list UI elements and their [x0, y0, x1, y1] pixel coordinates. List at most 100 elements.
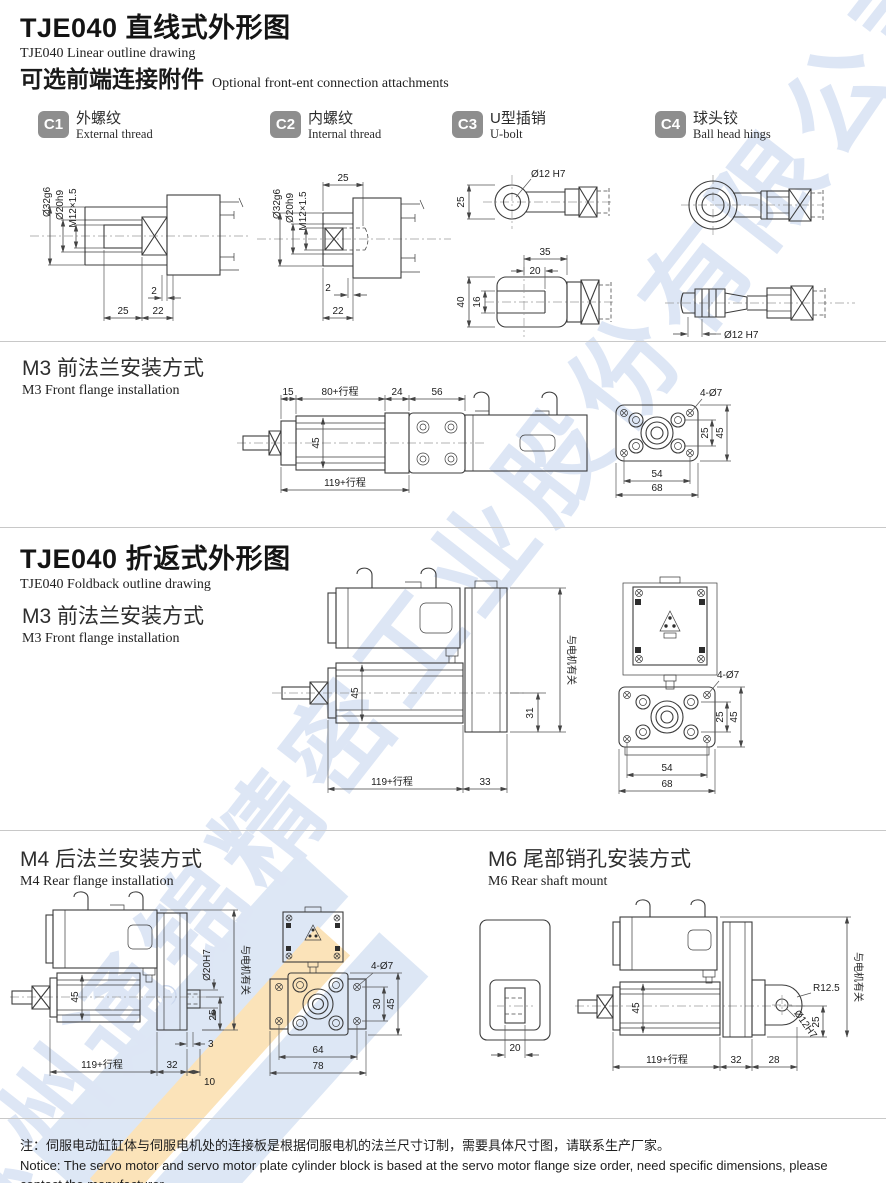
corner-holes [623, 691, 711, 743]
rear-housing [722, 921, 753, 1038]
pin-slot [504, 987, 526, 1024]
svg-text:Ø32g6: Ø32g6 [272, 189, 283, 219]
attachments-heading: 可选前端连接附件 [20, 66, 204, 92]
linear-title: TJE040 直线式外形图 [20, 13, 291, 43]
svg-text:24: 24 [391, 387, 403, 398]
svg-text:45: 45 [729, 711, 740, 723]
foldback-title: TJE040 折返式外形图 [20, 544, 291, 574]
motor-cable [73, 891, 89, 910]
svg-text:2: 2 [151, 286, 157, 297]
m6-front-view: 20 [479, 919, 551, 1058]
servo-motor [619, 916, 718, 971]
c2-internal-thread-drawing: Ø32g6 Ø20h9 M12×1.5 25 2 22 [257, 173, 451, 321]
svg-text:32: 32 [730, 1055, 742, 1066]
cylinder-body [335, 662, 464, 724]
m3-linear-side-view: 45 15 80+行程 24 56 119+行程 [237, 385, 588, 493]
option-c3: C3 U型插销 U-bolt [452, 111, 546, 141]
grease-fitting [445, 647, 459, 664]
svg-text:78: 78 [312, 1061, 324, 1072]
svg-text:119+行程: 119+行程 [646, 1053, 688, 1066]
bearing-box [788, 188, 812, 222]
m6-heading: M6 尾部销孔安装方式 [488, 848, 692, 871]
svg-text:Ø20h9: Ø20h9 [55, 190, 66, 220]
cylinder-body [56, 972, 141, 1023]
footer-note-en: Notice: The servo motor and servo motor … [20, 1157, 828, 1183]
grease-fitting [663, 674, 677, 690]
footer-note-zh: 注：伺服电动缸缸体与伺服电机处的连接板是根据伺服电机的法兰尺寸订制，需要具体尺寸… [20, 1138, 671, 1153]
motor-label [127, 924, 153, 950]
m3-foldback-heading: M3 前法兰安装方式 [22, 605, 205, 628]
front-plate [612, 986, 621, 1031]
footer-divider [0, 1118, 886, 1119]
m4-end-view: 4-Ø7 30 45 64 78 [269, 906, 402, 1076]
svg-text:25: 25 [208, 1009, 219, 1021]
ball-housing [688, 180, 738, 230]
attachments-heading-en: Optional front-ent connection attachment… [212, 76, 449, 91]
corner-holes [620, 409, 694, 457]
belt-housing [464, 587, 508, 733]
svg-text:25: 25 [456, 196, 467, 208]
svg-text:45: 45 [311, 437, 322, 449]
pin-stub [680, 292, 695, 314]
svg-text:22: 22 [332, 306, 344, 317]
svg-text:25: 25 [715, 711, 726, 723]
svg-text:33: 33 [479, 777, 491, 788]
linear-title-en: TJE040 Linear outline drawing [20, 46, 196, 61]
svg-text:4-Ø7: 4-Ø7 [700, 388, 723, 399]
rod-nut [31, 985, 51, 1010]
svg-text:22: 22 [152, 306, 164, 317]
svg-text:M12×1.5: M12×1.5 [298, 191, 309, 231]
svg-text:与电机有关: 与电机有关 [565, 635, 578, 685]
clevis-tab [764, 984, 803, 1026]
flange-center-plate [287, 972, 349, 1036]
flange-plate [618, 686, 716, 748]
flange-ear-right [347, 978, 367, 1030]
m4-side-view: 45 Ø20H7 25 与电机有关 3 119+行程 32 10 [10, 891, 252, 1088]
svg-text:2: 2 [325, 283, 331, 294]
ear-holes [275, 983, 361, 1025]
grease-fitting [142, 967, 156, 983]
svg-text:Ø20H7: Ø20H7 [202, 949, 213, 981]
thread-section [103, 224, 143, 249]
svg-text:4-Ø7: 4-Ø7 [371, 961, 394, 972]
svg-text:40: 40 [456, 296, 467, 308]
svg-text:M12×1.5: M12×1.5 [68, 188, 79, 228]
svg-text:25: 25 [337, 173, 349, 184]
motor-connector [304, 924, 322, 941]
section-divider [0, 341, 886, 342]
motor-connector [659, 610, 681, 632]
m3-foldback-end-view: 4-Ø7 25 45 54 68 [618, 576, 745, 794]
flange-plate [615, 404, 699, 462]
option-c2-badge: C2 [270, 111, 301, 138]
option-c2-name: 内螺纹 [308, 110, 354, 127]
svg-text:31: 31 [525, 707, 536, 719]
svg-text:30: 30 [372, 998, 383, 1010]
svg-text:64: 64 [312, 1045, 324, 1056]
center-boss [650, 700, 684, 734]
cylinder-body [619, 981, 721, 1036]
svg-text:80+行程: 80+行程 [322, 385, 359, 398]
plug-outline [322, 212, 353, 267]
rod-nut [596, 994, 614, 1019]
motor-cable [635, 899, 651, 917]
svg-text:16: 16 [472, 296, 483, 308]
flange-ear-left [269, 978, 289, 1030]
svg-text:25: 25 [811, 1016, 822, 1028]
watermark-logo: ® [20, 840, 480, 1183]
bearing-box [790, 285, 814, 321]
svg-text:15: 15 [282, 387, 294, 398]
svg-text:45: 45 [715, 427, 726, 439]
c3-u-bolt-drawing: 25 Ø12 H7 35 20 40 16 [456, 169, 613, 337]
svg-text:4-Ø7: 4-Ø7 [717, 670, 740, 681]
motor-label [519, 434, 556, 452]
svg-text:56: 56 [431, 387, 443, 398]
body-outline [479, 919, 551, 1041]
option-c3-badge: C3 [452, 111, 483, 138]
option-c4-name-en: Ball head hings [693, 126, 771, 141]
svg-text:45: 45 [386, 998, 397, 1010]
m3-foldback-heading-en: M3 Front flange installation [22, 631, 180, 646]
bearing-box [578, 186, 598, 218]
svg-text:119+行程: 119+行程 [81, 1058, 123, 1071]
svg-text:Ø32g6: Ø32g6 [42, 187, 53, 217]
